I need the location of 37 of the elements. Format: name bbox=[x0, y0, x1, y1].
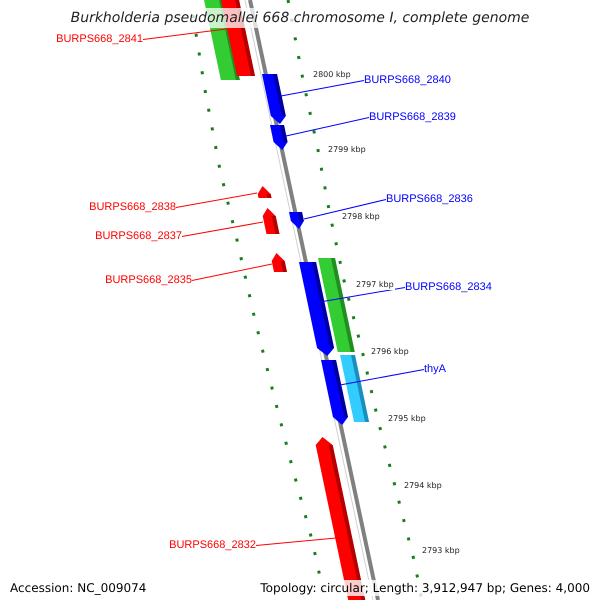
tick-label: 2799 kbp bbox=[327, 145, 367, 155]
gene-feature bbox=[318, 258, 355, 352]
gene-label: BURPS668_2832 bbox=[169, 539, 256, 552]
leader-line bbox=[280, 80, 364, 96]
gene-label: BURPS668_2841 bbox=[56, 33, 143, 46]
gene-feature bbox=[272, 253, 287, 272]
gene-feature bbox=[258, 186, 272, 198]
accession-text: Accession: NC_009074 bbox=[8, 580, 148, 596]
tick-label: 2800 kbp bbox=[312, 70, 352, 80]
gene-label: BURPS668_2836 bbox=[386, 193, 473, 206]
gene-feature bbox=[270, 125, 288, 150]
gene-label: BURPS668_2835 bbox=[105, 274, 192, 287]
leader-line bbox=[286, 117, 370, 136]
tick-label: 2795 kbp bbox=[387, 414, 427, 424]
tick-label: 2796 kbp bbox=[370, 347, 410, 357]
gene-label: BURPS668_2838 bbox=[89, 201, 176, 214]
leader-line bbox=[182, 222, 264, 237]
tick-label: 2793 kbp bbox=[421, 546, 461, 556]
gene-label: BURPS668_2837 bbox=[95, 230, 182, 243]
leader-line bbox=[176, 192, 258, 208]
genome-info: Topology: circular; Length: 3,912,947 bp; Genes: 4,000 bbox=[258, 580, 592, 596]
gene-label: BURPS668_2840 bbox=[364, 74, 451, 87]
leader-line bbox=[256, 538, 336, 546]
gene-label: thyA bbox=[424, 363, 446, 376]
gene-feature bbox=[262, 208, 280, 234]
tick-label: 2798 kbp bbox=[341, 212, 381, 222]
gene-label: BURPS668_2839 bbox=[369, 111, 456, 124]
tick-label: 2794 kbp bbox=[403, 481, 443, 491]
leader-line bbox=[320, 287, 406, 302]
leader-line bbox=[304, 199, 386, 220]
tick-label: 2797 kbp bbox=[355, 280, 395, 290]
gene-feature bbox=[321, 360, 348, 425]
leader-line bbox=[192, 264, 272, 281]
gene-label: BURPS668_2834 bbox=[405, 281, 492, 294]
gene-feature bbox=[289, 212, 304, 229]
leader-line bbox=[340, 369, 424, 386]
leader-line bbox=[142, 28, 226, 40]
